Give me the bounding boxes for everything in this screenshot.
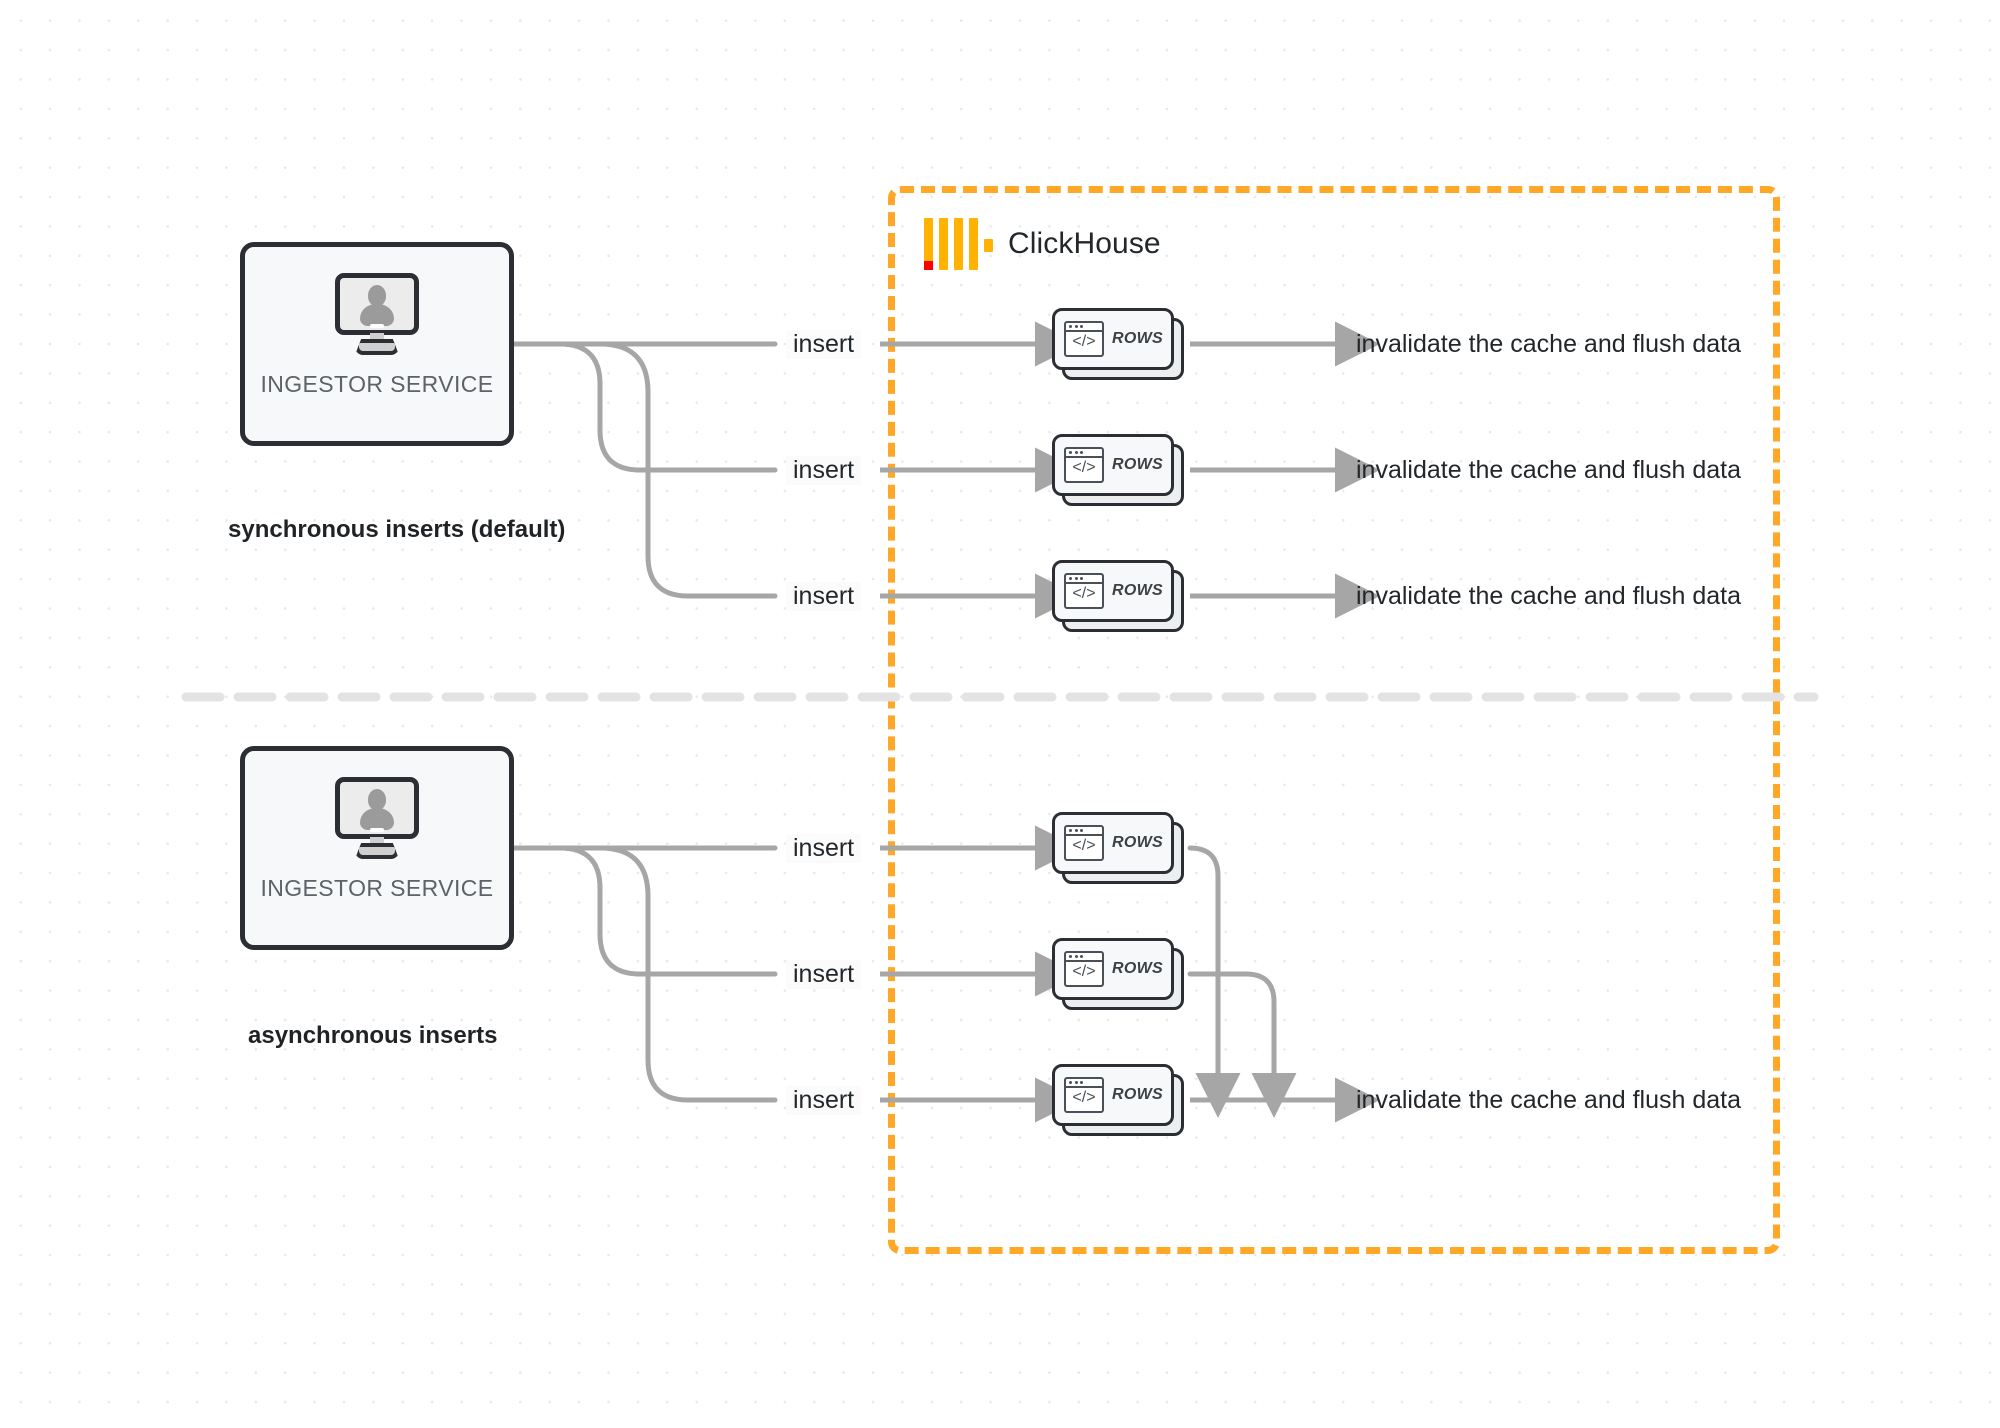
clickhouse-boundary [888,186,1780,1254]
insert-label-sync-3: insert [786,582,862,611]
insert-label-sync-1: insert [786,330,862,359]
ingestor-service-label-sync: INGESTOR SERVICE [260,371,494,397]
insert-label-async-1: insert [786,834,862,863]
rows-node-sync-1[interactable]: </> ROWS [1052,308,1184,380]
rows-node-label: ROWS [1112,960,1163,977]
monitor-user-icon [329,273,425,357]
insert-label-async-3: insert [786,1086,862,1115]
output-label-sync-3: invalidate the cache and flush data [1356,582,1741,610]
ingestor-service-sync[interactable]: INGESTOR SERVICE [240,242,514,446]
code-window-icon: </> [1064,447,1104,483]
section-caption-asynchronous: asynchronous inserts [248,1022,498,1049]
insert-label-sync-2: insert [786,456,862,485]
rows-node-sync-2[interactable]: </> ROWS [1052,434,1184,506]
insert-label-async-2: insert [786,960,862,989]
monitor-user-icon [329,777,425,861]
output-label-async-merged: invalidate the cache and flush data [1356,1086,1741,1114]
clickhouse-brand: ClickHouse [924,218,1161,270]
ingestor-service-label-async: INGESTOR SERVICE [260,875,494,901]
code-window-icon: </> [1064,951,1104,987]
rows-node-label: ROWS [1112,834,1163,851]
output-label-sync-1: invalidate the cache and flush data [1356,330,1741,358]
rows-node-async-2[interactable]: </> ROWS [1052,938,1184,1010]
rows-node-label: ROWS [1112,1086,1163,1103]
rows-node-label: ROWS [1112,582,1163,599]
output-label-sync-2: invalidate the cache and flush data [1356,456,1741,484]
clickhouse-wordmark: ClickHouse [1008,227,1161,260]
section-caption-synchronous: synchronous inserts (default) [228,516,566,543]
code-window-icon: </> [1064,573,1104,609]
clickhouse-logo-icon [924,218,993,270]
rows-node-async-3[interactable]: </> ROWS [1052,1064,1184,1136]
code-window-icon: </> [1064,1077,1104,1113]
rows-node-sync-3[interactable]: </> ROWS [1052,560,1184,632]
rows-node-async-1[interactable]: </> ROWS [1052,812,1184,884]
code-window-icon: </> [1064,321,1104,357]
ingestor-service-async[interactable]: INGESTOR SERVICE [240,746,514,950]
code-window-icon: </> [1064,825,1104,861]
rows-node-label: ROWS [1112,330,1163,347]
rows-node-label: ROWS [1112,456,1163,473]
